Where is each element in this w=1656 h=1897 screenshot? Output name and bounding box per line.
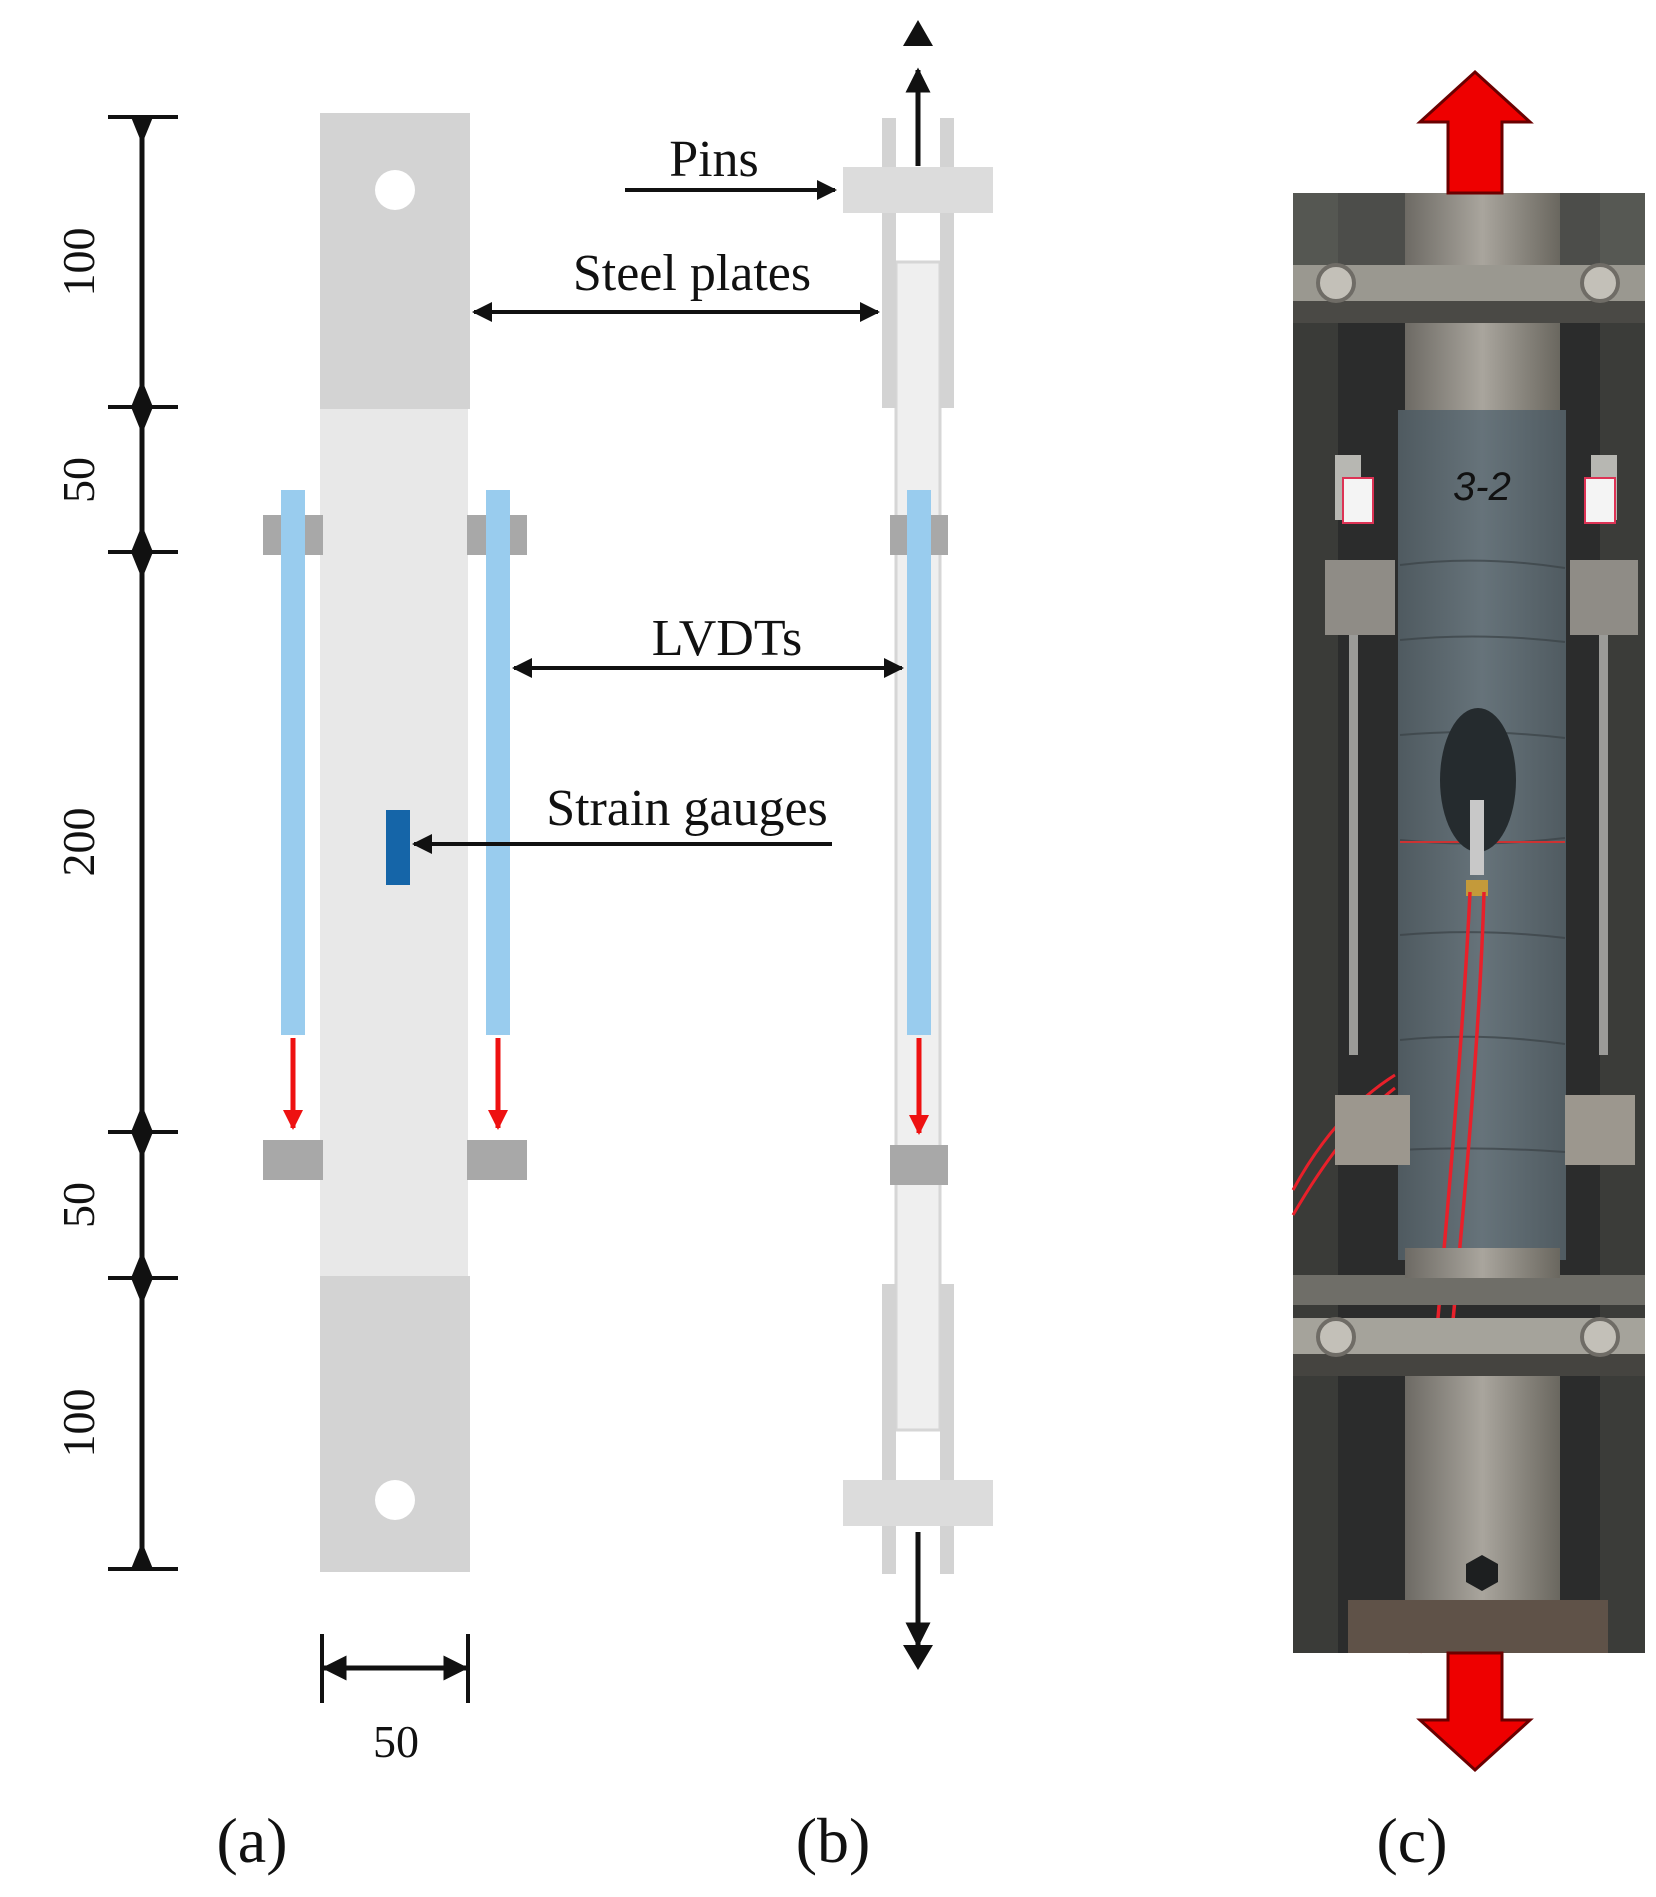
photo-lvdt-left-rod — [1349, 635, 1358, 1055]
dim-width: 50 — [373, 1716, 419, 1767]
dim-top-transition: 50 — [53, 457, 104, 503]
photo-bolt — [1316, 263, 1356, 303]
photo-bottom-crossbar-upper — [1293, 1275, 1645, 1305]
photo-column-left — [1293, 193, 1338, 1653]
top-pin-hole — [375, 170, 415, 210]
photo-load-arrow-bottom — [1416, 1651, 1534, 1773]
label-steel-plates: Steel plates — [573, 245, 811, 302]
clamp-bottom-left — [263, 1140, 323, 1180]
arrowhead — [903, 20, 933, 46]
panel-c-photo: 3-2 — [1291, 69, 1645, 1773]
dimension-arrowheads — [131, 117, 153, 1569]
dim-gauge-length: 200 — [53, 808, 104, 877]
photo-bottom-grip-top — [1405, 1248, 1560, 1278]
clamp-bottom — [890, 1145, 948, 1185]
photo-lvdt-right-label — [1584, 477, 1616, 524]
photo-lvdt-left-label — [1342, 477, 1374, 524]
photo-top-crossbar-shadow — [1293, 301, 1645, 323]
panel-label-b: (b) — [796, 1805, 871, 1876]
lvdt-right — [486, 490, 510, 1035]
photo-strain-gauge — [1470, 800, 1484, 875]
bottom-steel-plate-right — [940, 1284, 954, 1574]
arrowhead — [903, 1645, 933, 1670]
label-strain-gauges: Strain gauges — [546, 780, 828, 837]
lvdt-side — [907, 490, 931, 1035]
photo-clamp-right-top — [1570, 560, 1638, 635]
clamp-bottom-right — [467, 1140, 527, 1180]
photo-gauge-patch — [1440, 708, 1516, 852]
top-pin — [843, 167, 993, 213]
dim-bottom-transition: 50 — [53, 1182, 104, 1228]
bottom-steel-plate-left — [882, 1284, 896, 1574]
callouts: Pins Steel plates LVDTs Strain gauges — [412, 131, 904, 854]
photo-bolt — [1580, 263, 1620, 303]
label-lvdts: LVDTs — [652, 610, 802, 667]
bottom-steel-plate — [320, 1276, 470, 1572]
top-steel-plate — [320, 113, 470, 409]
bottom-pin-hole — [375, 1480, 415, 1520]
top-steel-plate-left — [882, 118, 896, 408]
width-dimension: 50 — [320, 1634, 470, 1767]
photo-base-block — [1348, 1600, 1608, 1653]
photo-bottom-crossbar-shadow — [1293, 1354, 1645, 1376]
strain-gauge — [386, 810, 410, 885]
photo-nut — [1466, 1555, 1498, 1591]
photo-bolt — [1316, 1317, 1356, 1357]
dim-top-grip: 100 — [53, 228, 104, 297]
photo-load-arrow-top — [1416, 69, 1534, 195]
photo-clamp-right-bottom — [1565, 1095, 1635, 1165]
panel-label-a: (a) — [216, 1805, 287, 1876]
label-pins: Pins — [669, 131, 759, 188]
panel-b-side-view — [843, 20, 993, 1670]
dim-bottom-grip: 100 — [53, 1389, 104, 1458]
panel-a-front-view: 100 50 200 50 100 50 — [53, 113, 527, 1767]
photo-clamp-left-top — [1325, 560, 1395, 635]
lvdt-left — [281, 490, 305, 1035]
photo-specimen-marking: 3-2 — [1453, 465, 1511, 509]
panel-label-c: (c) — [1376, 1805, 1447, 1876]
photo-bolt — [1580, 1317, 1620, 1357]
bottom-pin — [843, 1480, 993, 1526]
photo-lvdt-right-rod — [1599, 635, 1608, 1055]
dimension-chain: 100 50 200 50 100 — [53, 115, 178, 1571]
top-steel-plate-right — [940, 118, 954, 408]
photo-clamp-left-bottom — [1335, 1095, 1410, 1165]
